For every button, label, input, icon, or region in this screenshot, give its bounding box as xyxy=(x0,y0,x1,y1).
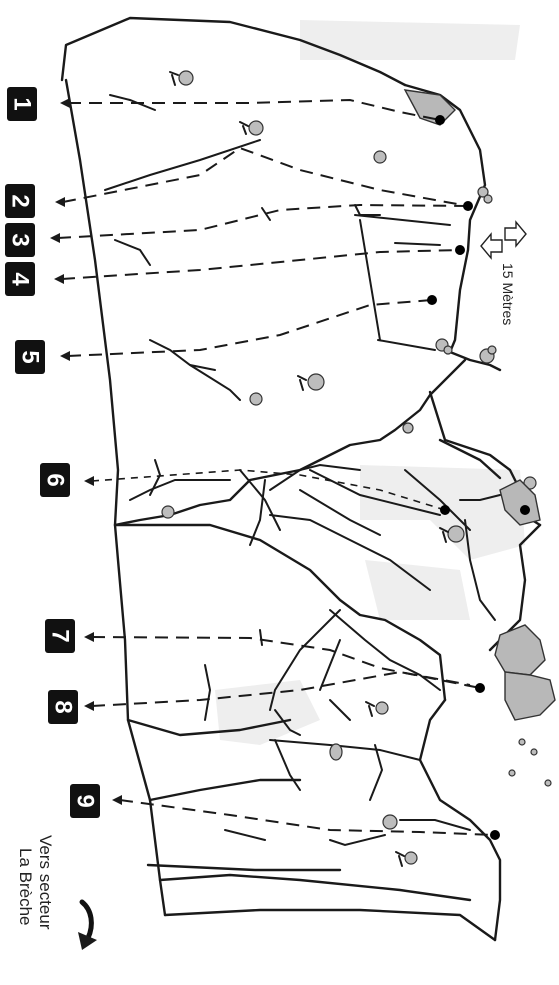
route-line-2 xyxy=(63,148,468,206)
svg-text:8: 8 xyxy=(50,700,77,713)
start-point-7 xyxy=(520,505,530,515)
direction-note: Vers secteur La Brèche xyxy=(16,835,97,950)
direction-line-1: Vers secteur xyxy=(36,835,55,930)
route-badge-8: 8 xyxy=(48,690,78,724)
start-point-2 xyxy=(463,201,473,211)
scale-arrow-right-icon xyxy=(505,222,526,246)
start-point-5 xyxy=(427,295,437,305)
route-badge-5: 5 xyxy=(15,340,45,374)
route-badge-9: 9 xyxy=(70,784,100,818)
route-badge-3: 3 xyxy=(5,223,35,257)
route-line-1 xyxy=(68,100,440,120)
direction-line-2: La Brèche xyxy=(16,848,35,926)
route-badge-1: 1 xyxy=(7,87,37,121)
start-point-8 xyxy=(475,683,485,693)
route-badge-7: 7 xyxy=(45,619,75,653)
start-point-1 xyxy=(435,115,445,125)
start-point-4 xyxy=(455,245,465,255)
svg-text:9: 9 xyxy=(72,794,99,807)
svg-text:7: 7 xyxy=(47,629,74,642)
route-line-7 xyxy=(92,637,480,688)
scale-arrow-left-icon xyxy=(481,234,502,258)
curved-arrow-icon xyxy=(82,902,91,938)
svg-text:1: 1 xyxy=(9,97,36,110)
svg-text:5: 5 xyxy=(17,350,44,363)
route-badge-4: 4 xyxy=(5,262,35,296)
route-line-9 xyxy=(120,800,495,835)
start-point-6 xyxy=(440,505,450,515)
route-badge-2: 2 xyxy=(5,184,35,218)
svg-text:4: 4 xyxy=(7,272,34,286)
distance-label: 15 Mètres xyxy=(500,263,516,325)
route-line-4 xyxy=(62,250,460,279)
start-point-9 xyxy=(490,830,500,840)
boulders xyxy=(405,90,555,720)
cliff-base xyxy=(405,85,485,352)
svg-text:2: 2 xyxy=(7,194,34,207)
route-badge-6: 6 xyxy=(40,463,70,497)
svg-text:6: 6 xyxy=(42,473,69,486)
svg-text:3: 3 xyxy=(7,233,34,246)
distance-scale: 15 Mètres xyxy=(481,222,526,325)
